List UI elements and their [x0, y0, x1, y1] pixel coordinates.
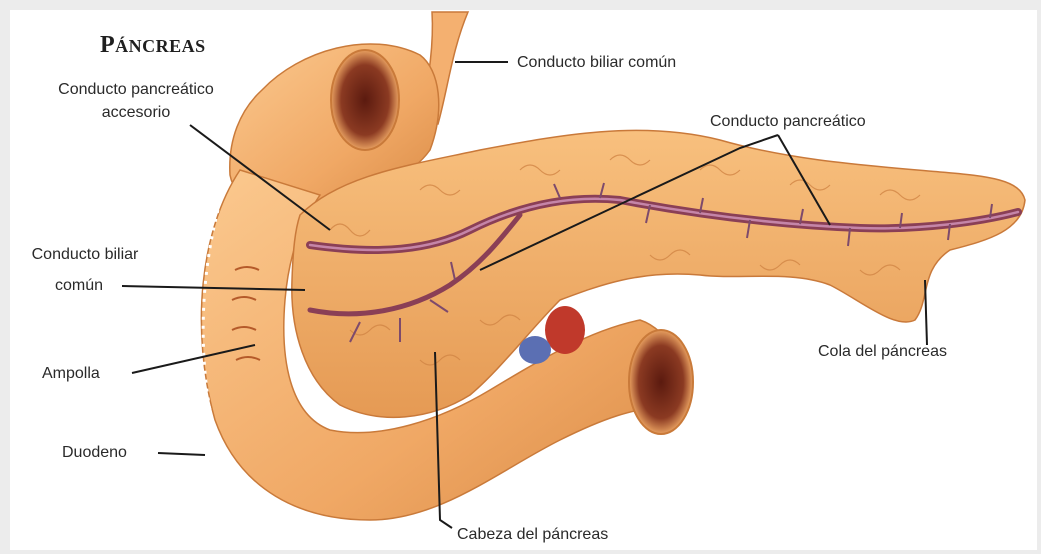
- duodenum-lumen-right: [629, 330, 693, 434]
- duodenum-lumen-top: [331, 50, 399, 150]
- label-pancreas-head: Cabeza del páncreas: [457, 525, 608, 544]
- title-initial: P: [100, 32, 115, 58]
- label-common-bile-duct-left-line2: común: [55, 276, 103, 295]
- label-duodenum: Duodeno: [62, 443, 127, 462]
- label-pancreatic-duct: Conducto pancreático: [710, 112, 866, 131]
- label-common-bile-duct-top: Conducto biliar común: [517, 53, 676, 72]
- label-ampulla: Ampolla: [42, 364, 100, 383]
- label-accessory-duct-line1: Conducto pancreático: [33, 80, 239, 99]
- label-pancreas-tail: Cola del páncreas: [818, 342, 947, 361]
- label-common-bile-duct-left-line1: Conducto biliar: [10, 245, 160, 264]
- title-rest: ÁNCREAS: [115, 36, 206, 56]
- label-accessory-duct-line2: accesorio: [33, 103, 239, 122]
- diagram-title: PÁNCREAS: [100, 32, 206, 59]
